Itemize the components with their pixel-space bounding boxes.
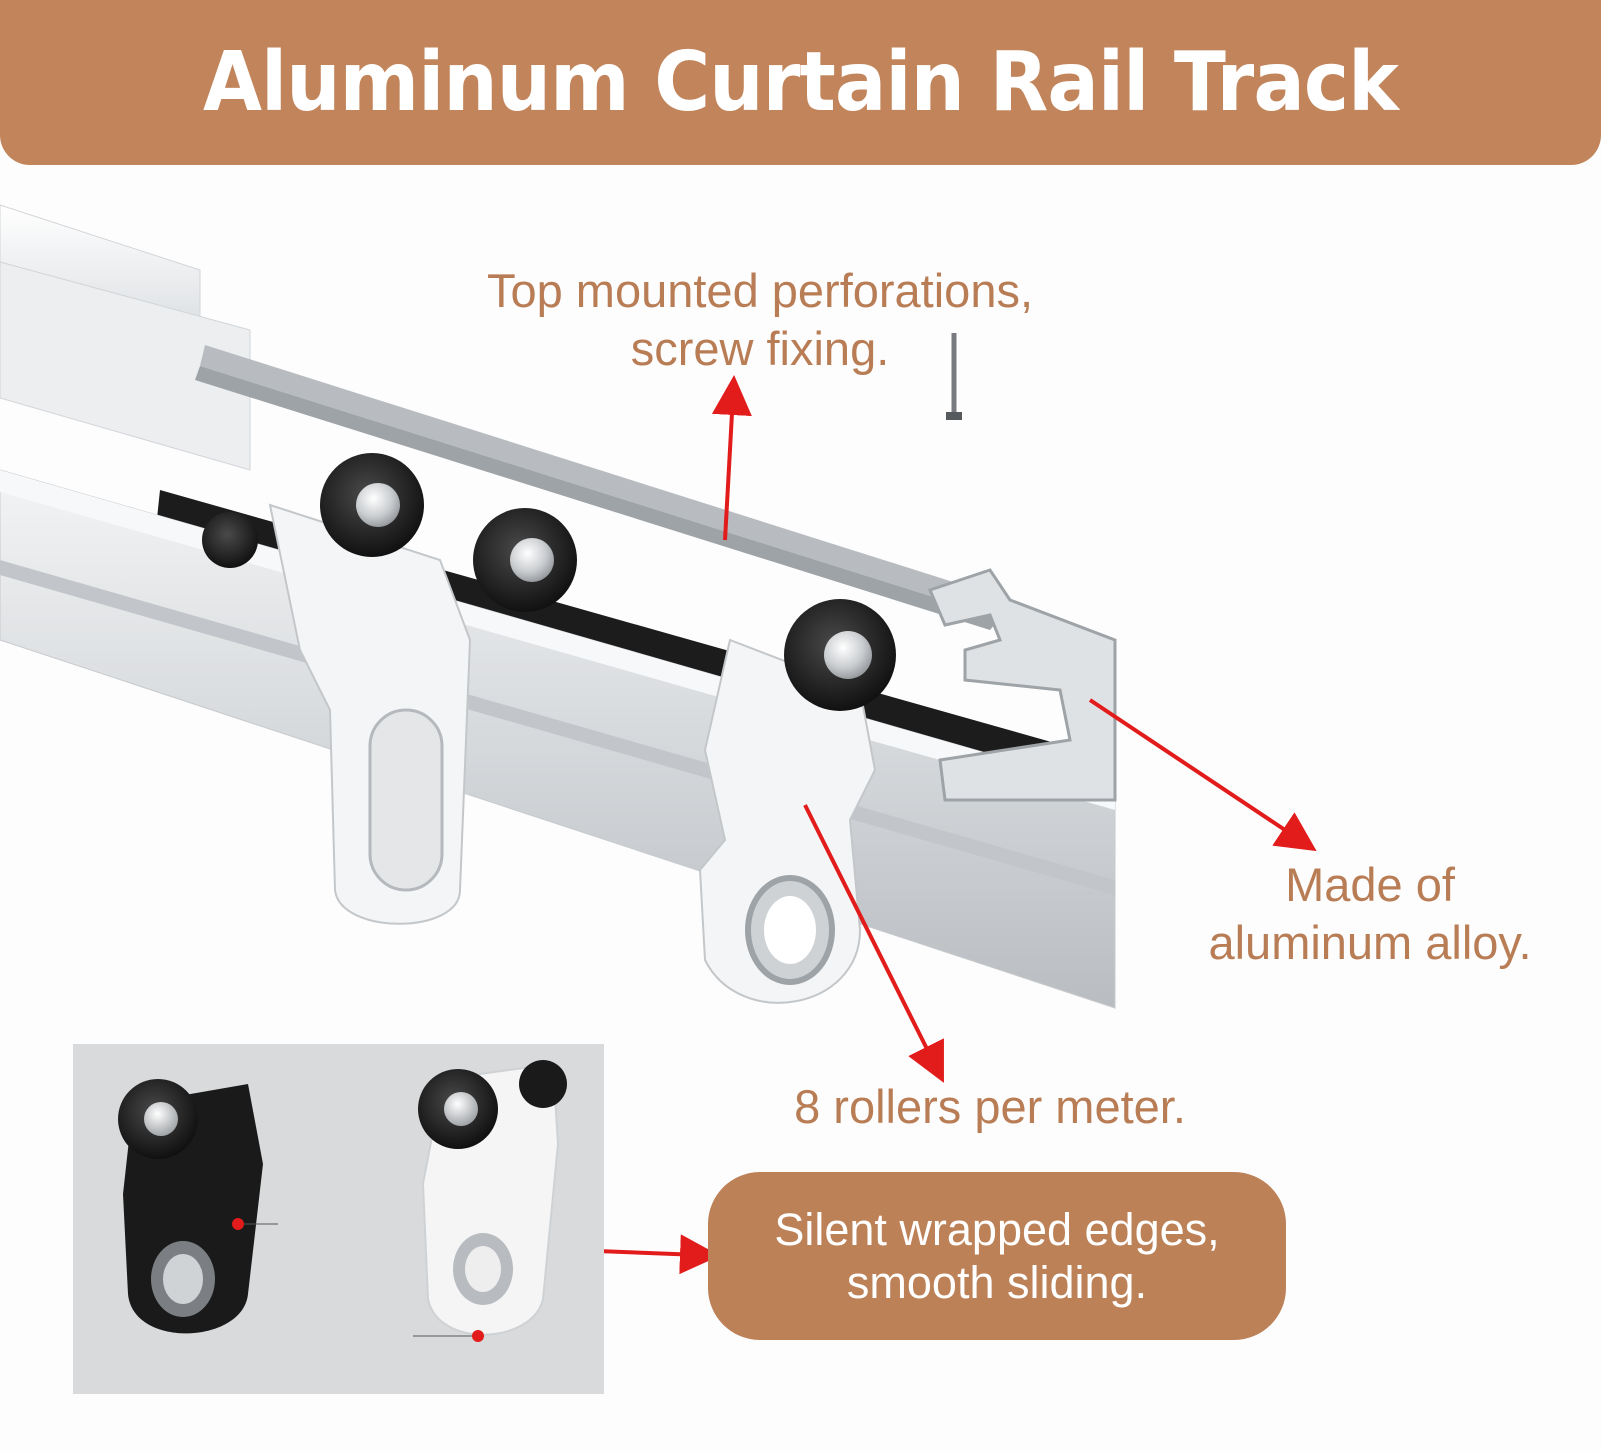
white-roller — [413, 1060, 567, 1342]
callout-edges-line1: Silent wrapped edges, — [774, 1204, 1220, 1255]
callout-rollers: 8 rollers per meter. — [794, 1080, 1186, 1133]
callout-edges-pill: Silent wrapped edges, smooth sliding. — [708, 1172, 1286, 1340]
callout-edges-line2: smooth sliding. — [846, 1257, 1148, 1308]
screw-icon — [946, 333, 962, 420]
callout-material-line1: Made of — [1285, 858, 1455, 911]
callout-material: Made of aluminum alloy. — [1160, 856, 1580, 972]
title-banner: Aluminum Curtain Rail Track — [0, 0, 1601, 165]
callout-material-line2: aluminum alloy. — [1208, 916, 1532, 969]
roller-detail-views — [118, 1060, 567, 1342]
roller-detail-inset — [73, 1044, 604, 1394]
callout-arrows — [519, 375, 1317, 1275]
roller-carriage-right — [698, 599, 896, 1004]
roller-carriage-left — [202, 453, 577, 925]
callout-top-mount-line2: screw fixing. — [630, 322, 890, 375]
black-roller — [118, 1079, 278, 1334]
callout-top-mount-line1: Top mounted perforations, — [486, 264, 1034, 317]
arrow-material — [1088, 698, 1317, 852]
arrow-rollers — [803, 804, 944, 1083]
arrow-top-mount — [711, 375, 752, 541]
page-title: Aluminum Curtain Rail Track — [203, 35, 1399, 130]
callout-top-mount: Top mounted perforations, screw fixing. — [420, 262, 1100, 378]
